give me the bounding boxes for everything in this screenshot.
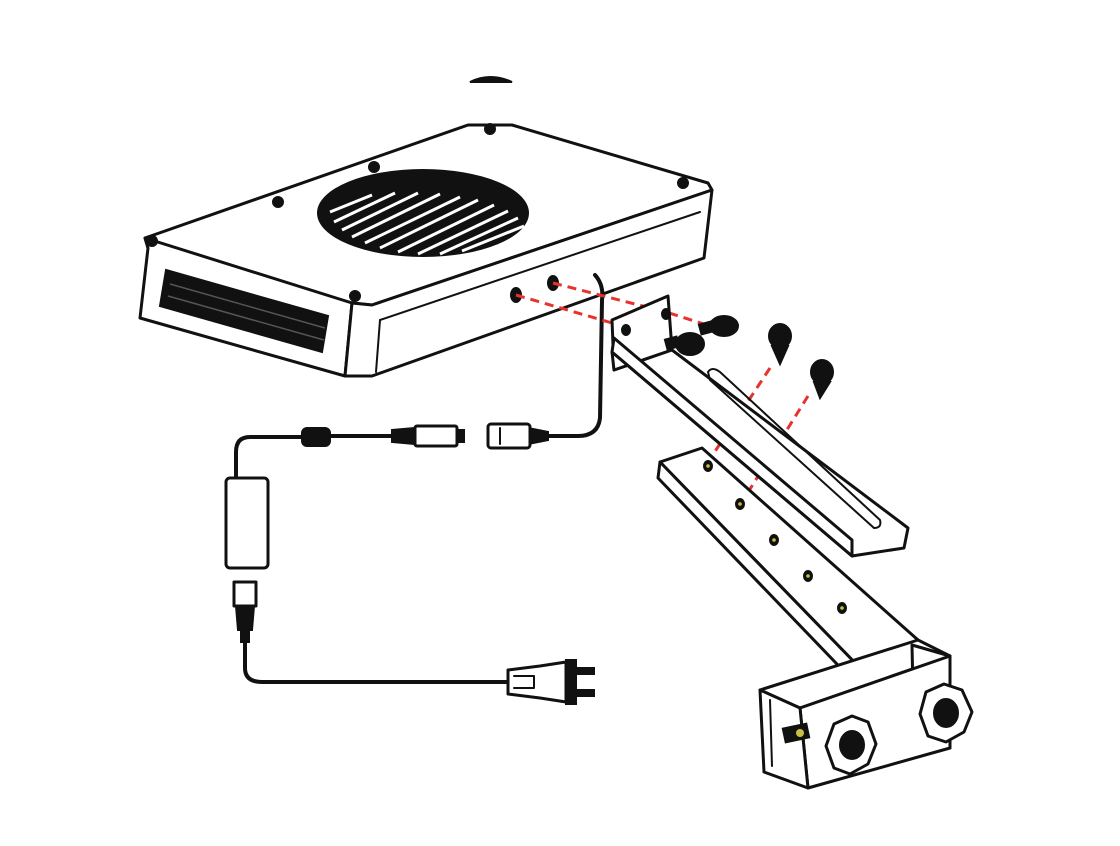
power-adapter-icon (224, 476, 270, 570)
iec-connector (232, 580, 258, 643)
ferrite-bead (301, 427, 331, 447)
ac-plug-icon (506, 659, 595, 705)
thumb-screw-icon (810, 359, 834, 401)
power-cable (224, 273, 605, 705)
side-vent (158, 268, 330, 354)
mounting-bracket-icon (610, 294, 910, 558)
thumb-screw-icon (663, 332, 705, 356)
fan-grille-icon (317, 169, 529, 257)
clamp-knob-left (824, 714, 878, 776)
thumb-screw-icon (697, 315, 739, 337)
dc-male-connector (391, 424, 465, 448)
tank-clamp-icon (758, 638, 974, 790)
dc-female-connector (486, 422, 549, 450)
thumb-screw-icon (768, 323, 792, 367)
clamp-knob-right (918, 682, 974, 744)
led-light-fixture-icon (138, 76, 714, 378)
lower-bracket (656, 446, 920, 690)
